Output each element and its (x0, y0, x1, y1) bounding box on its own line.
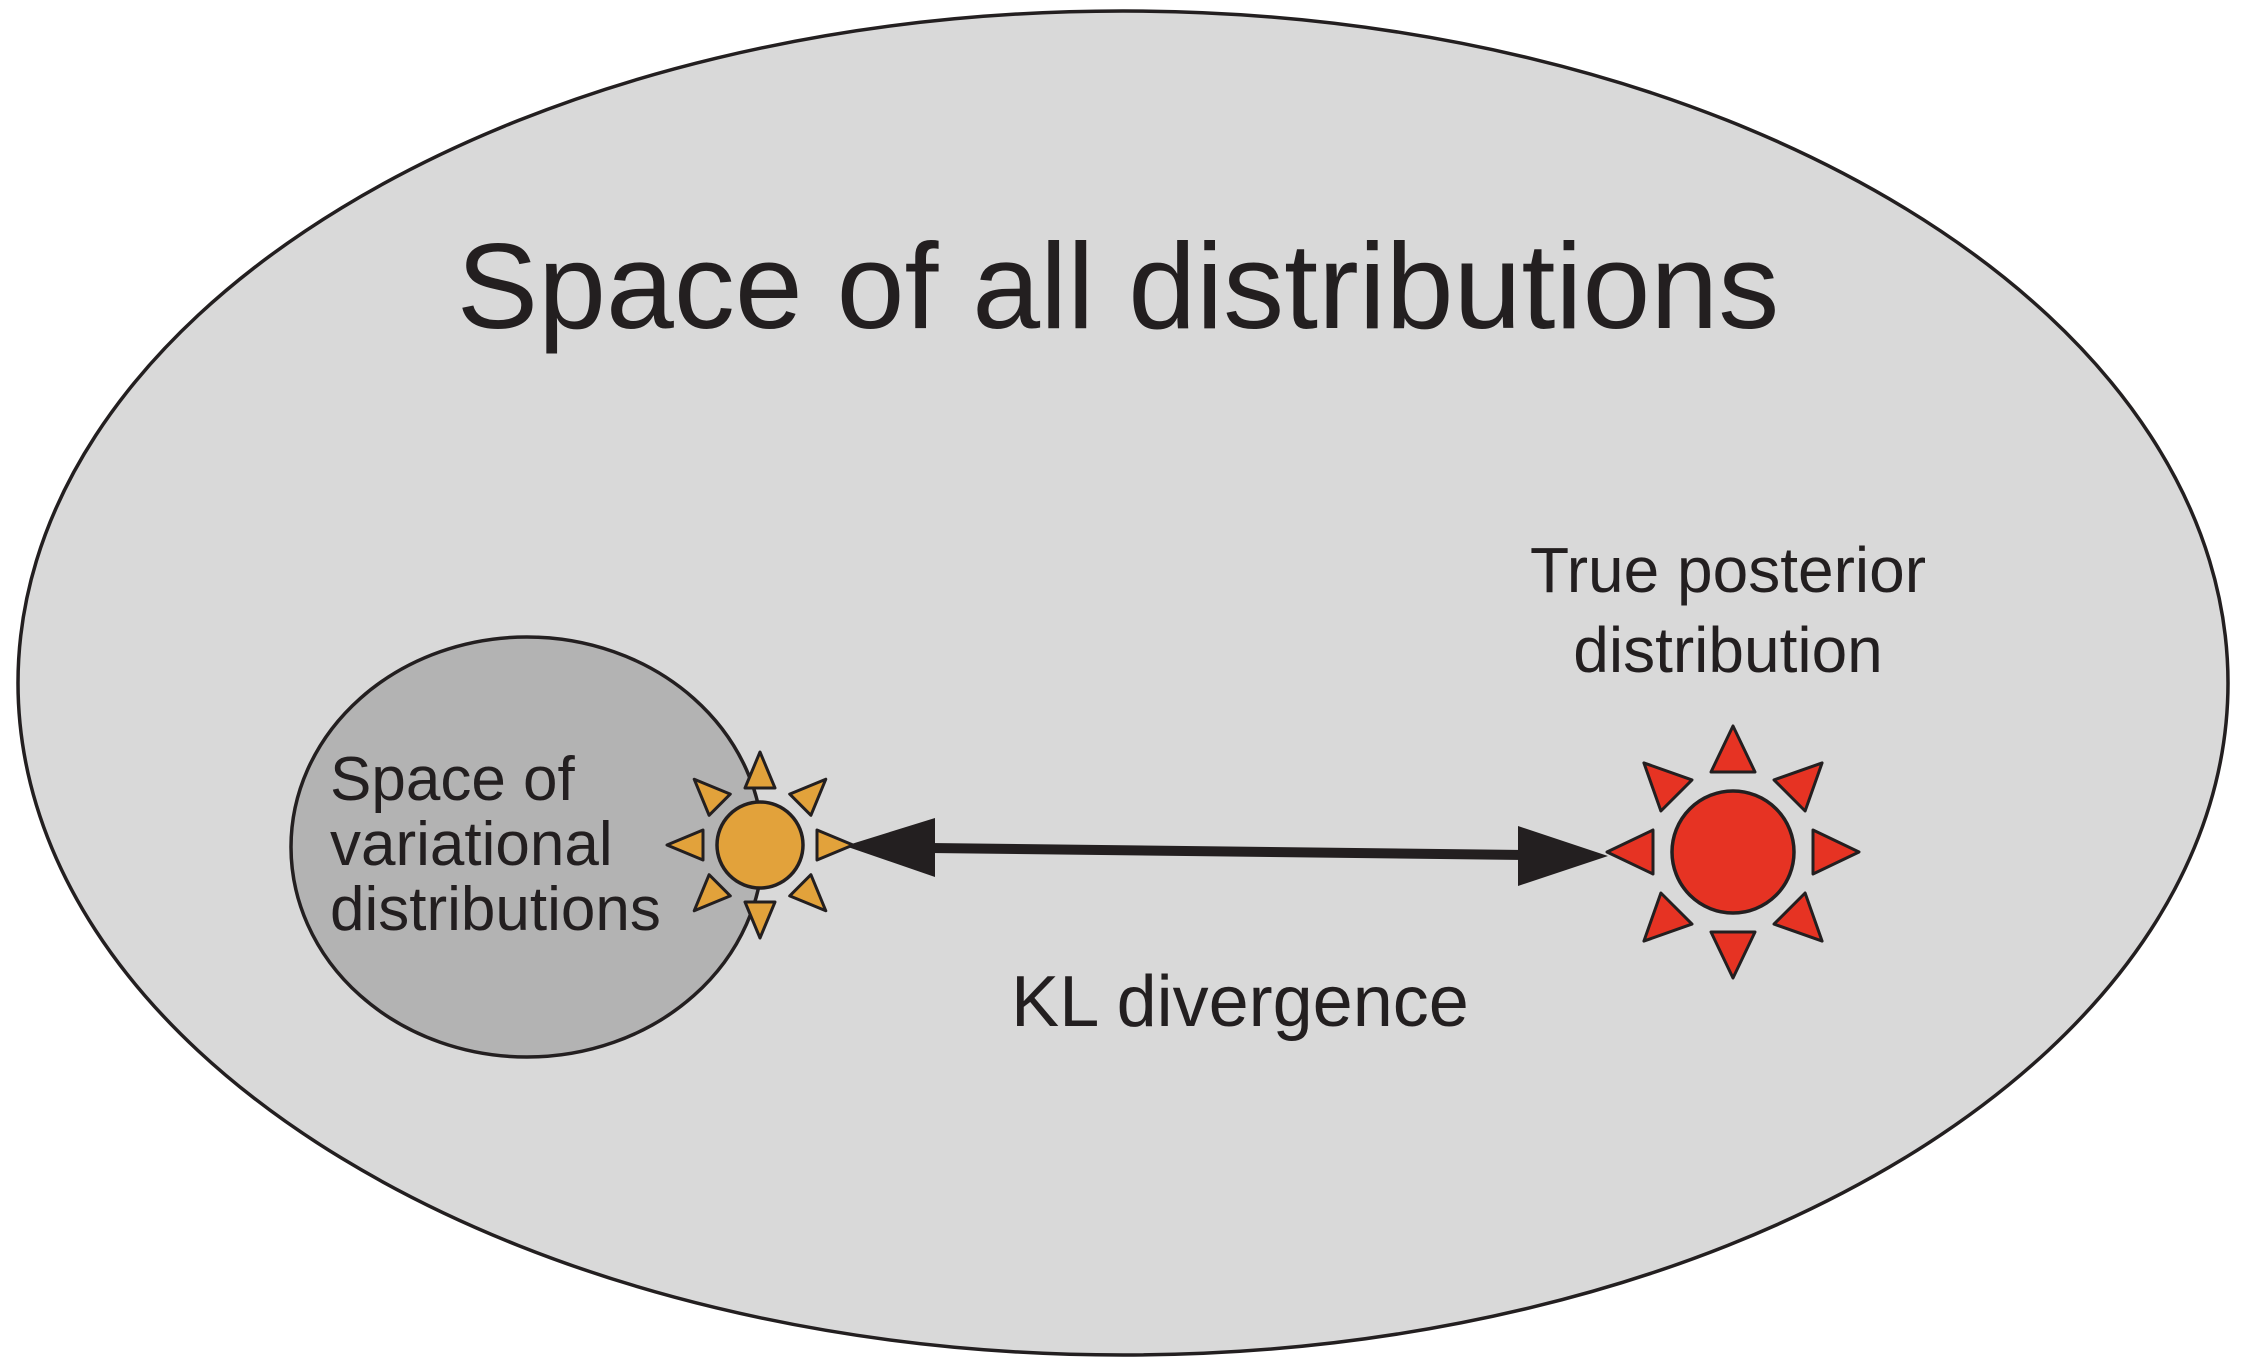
kl-arrow-shaft (929, 843, 1529, 860)
sun-ray (692, 777, 732, 817)
sun-core (715, 800, 805, 890)
variational-space-label-line-3: distributions (330, 875, 661, 944)
sun-ray (1642, 891, 1694, 943)
sun-icon (665, 750, 855, 940)
double-arrow-icon (845, 818, 1608, 886)
outer-space-title: Space of all distributions (457, 218, 1779, 354)
variational-space-label-line-2: variational (330, 810, 613, 879)
kl-arrowhead-left (845, 818, 935, 877)
sun-ray (665, 828, 705, 862)
sun-ray (1709, 724, 1757, 774)
sun-ray (815, 828, 855, 862)
sun-ray (743, 750, 777, 790)
sun-ray (692, 873, 732, 913)
sun-core (1670, 789, 1796, 915)
sun-ray (1605, 828, 1655, 876)
sun-ray (1772, 761, 1824, 813)
sun-ray (1709, 930, 1757, 980)
kl-divergence-label: KL divergence (1011, 962, 1469, 1042)
variational-space-label-line-1: Space of (330, 745, 576, 814)
sun-ray (1772, 891, 1824, 943)
sun-icon (1605, 724, 1861, 980)
sun-ray (1811, 828, 1861, 876)
true-posterior-label-line-2: distribution (1573, 614, 1883, 686)
sun-ray (743, 900, 777, 940)
outer-space-ellipse (16, 9, 2230, 1357)
sun-ray (788, 873, 828, 913)
kl-arrowhead-right (1518, 826, 1608, 886)
sun-ray (788, 777, 828, 817)
true-posterior-label-line-1: True posterior (1530, 534, 1926, 606)
sun-ray (1642, 761, 1694, 813)
